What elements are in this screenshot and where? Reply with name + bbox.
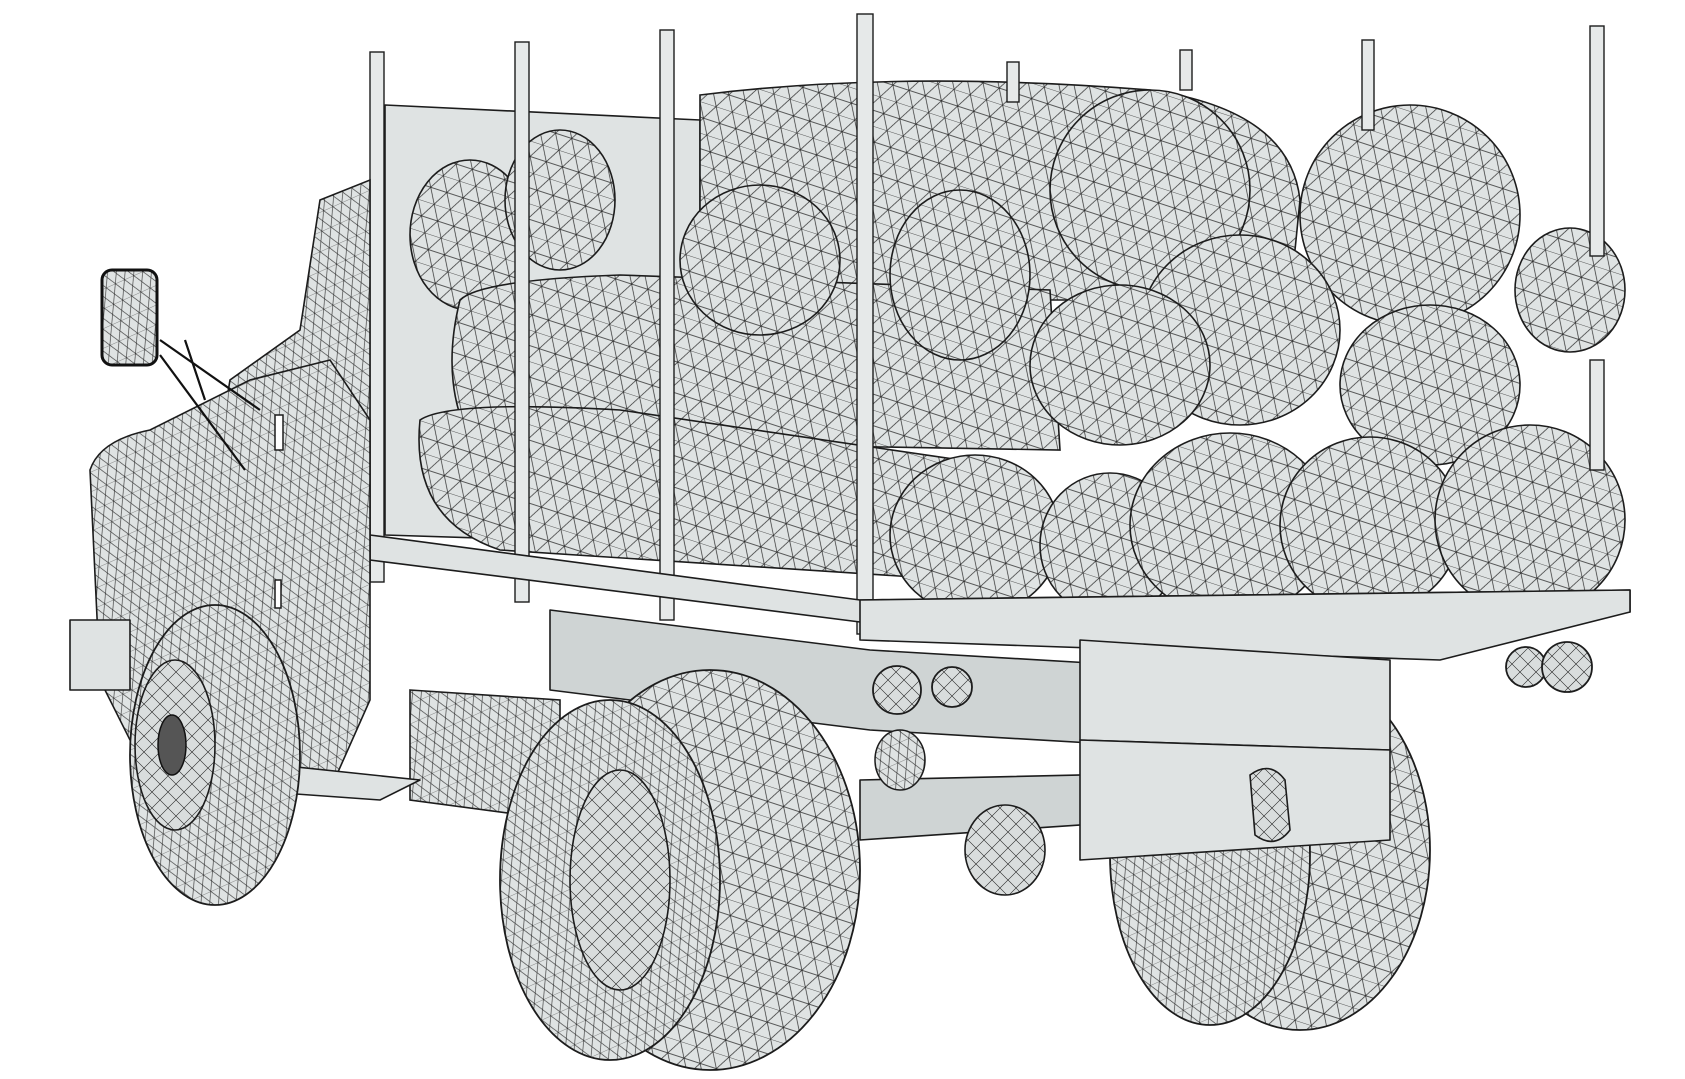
rear-wheel-left <box>499 669 861 1071</box>
log-load <box>409 80 1626 618</box>
rear-bumper <box>1079 639 1391 861</box>
front-wheel <box>129 604 301 906</box>
stake-posts <box>369 13 1605 635</box>
tail-lights-left <box>872 665 973 715</box>
tail-lights-right <box>1505 641 1593 693</box>
side-mirror <box>100 268 261 471</box>
